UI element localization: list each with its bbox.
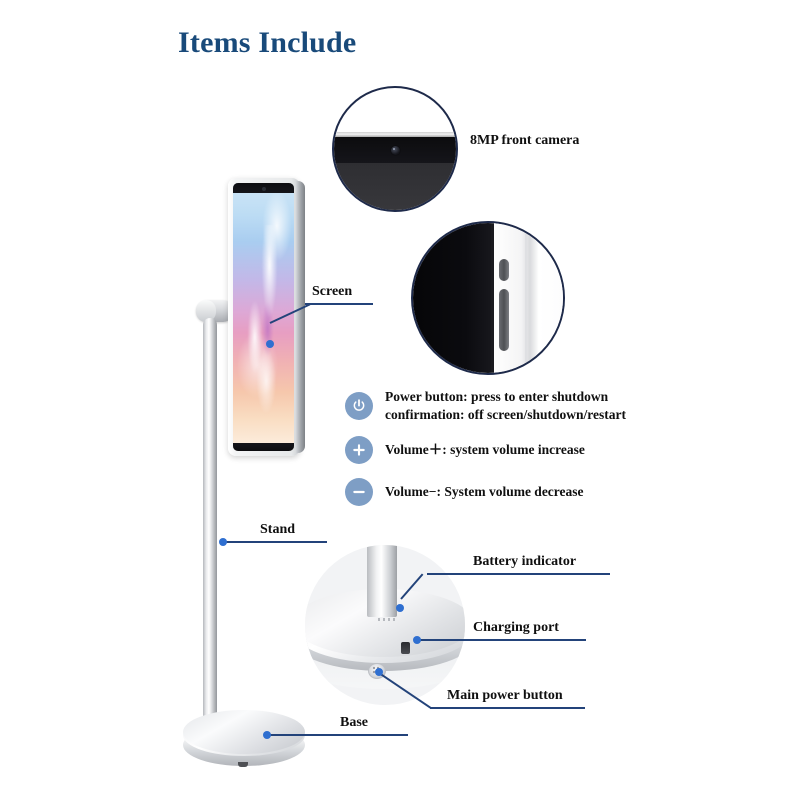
charging-port-icon [401,642,410,654]
base-foot [238,762,248,767]
volume-rocker-hardware [499,289,509,351]
key-row-volume-down: Volume−: System volume decrease [345,478,584,506]
tablet-frame-groove [525,223,527,373]
tablet-bezel-edge-line [491,223,494,373]
callout-label-base: Base [340,715,368,730]
tablet-top-metal-edge [334,132,456,137]
leader-line-main-power-horizontal [430,707,585,709]
key-row-volume-up: Volume＋: system volume increase [345,436,585,464]
tablet-screen-dark-face [413,223,491,373]
stand-hinge-cap [196,300,216,322]
leader-line-base [270,734,408,736]
screen-bottom-bezel [233,443,294,451]
stand-pole [203,318,217,726]
callout-label-charging-port: Charging port [473,620,559,635]
wallpaper-feather-motif [241,225,287,425]
leader-line-screen-horizontal [305,303,373,305]
key-label-power-line2: confirmation: off screen/shutdown/restar… [385,407,626,423]
key-label-volume-up: Volume＋: system volume increase [385,441,585,457]
tablet-dark-screen-area [334,163,456,210]
front-camera-zoom-circle [332,86,458,212]
leader-line-stand [226,541,327,543]
leader-dot-battery-indicator [396,604,404,612]
callout-label-camera: 8MP front camera [470,133,580,148]
stand-pole-shading [210,318,217,726]
leader-dot-screen [266,340,274,348]
base-zoom-circle [305,545,465,705]
key-row-power: Power button: press to enter shutdown co… [345,388,626,424]
front-camera-dot [262,187,266,191]
front-camera-lens-glint [393,148,395,150]
battery-indicator-leds-icon [378,618,398,621]
leader-dot-main-power-button [375,668,383,676]
leader-line-charging-port [420,639,586,641]
side-buttons-zoom-circle [411,221,565,375]
callout-label-stand: Stand [260,522,296,537]
leader-dot-stand [219,538,227,546]
power-button-hardware [499,259,509,281]
leader-line-battery-horizontal [427,573,610,575]
minus-icon [345,478,373,506]
callout-label-battery-indicator: Battery indicator [473,554,577,569]
page-title: Items Include [178,26,357,59]
tablet-side-edge [296,181,305,453]
key-label-volume-down: Volume−: System volume decrease [385,483,584,499]
leader-dot-charging-port [413,636,421,644]
callout-label-main-power-button: Main power button [447,688,563,703]
base-zoom-pole [367,545,397,617]
leader-dot-base [263,731,271,739]
tablet-device [228,178,308,458]
key-label-power-line1: Power button: press to enter shutdown [385,389,609,404]
front-camera-lens-icon [391,146,400,155]
plus-icon [345,436,373,464]
callout-label-screen: Screen [312,284,353,299]
base-top-surface [183,710,305,754]
power-icon [345,392,373,421]
